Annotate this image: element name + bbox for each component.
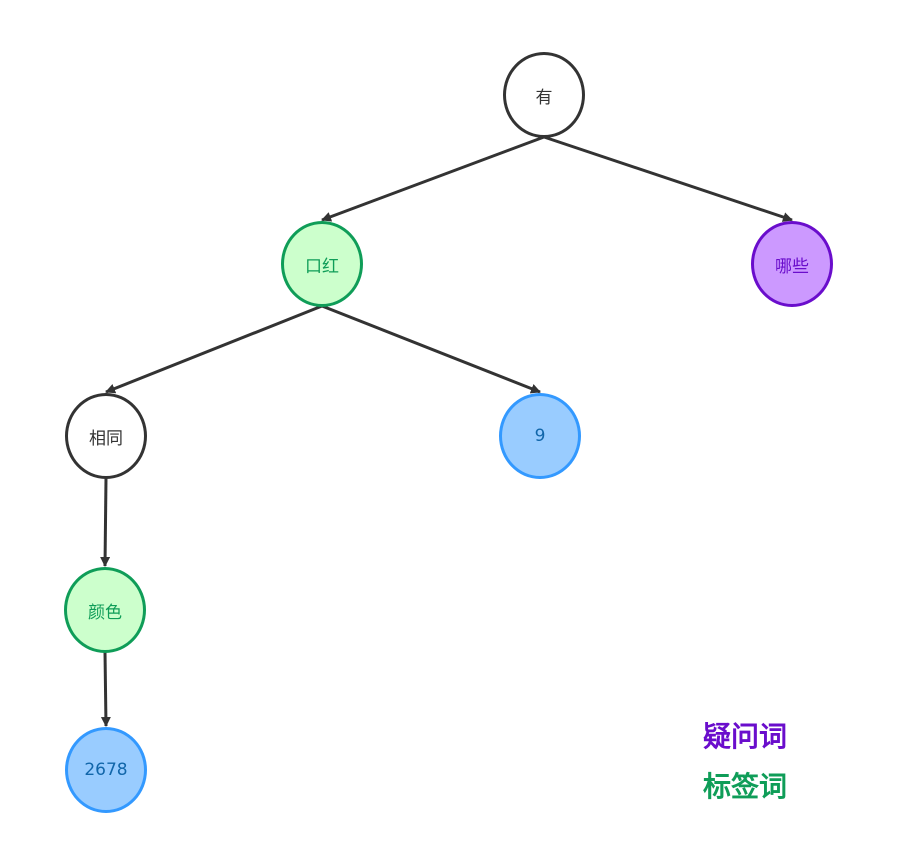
node-label: 哪些: [775, 256, 809, 277]
node-naxie: 哪些: [751, 221, 833, 307]
edge-you-to-naxie: [543, 135, 793, 222]
node-label: 相同: [89, 428, 123, 449]
edge-kouhong-to-nine: [321, 304, 541, 394]
node-xiangtong: 相同: [65, 393, 147, 479]
node-label: 口红: [305, 256, 339, 277]
node-label: 2678: [84, 760, 128, 780]
edge-you-to-kouhong: [321, 135, 545, 222]
node-kouhong: 口红: [281, 221, 363, 307]
node-yanse: 颜色: [64, 567, 146, 653]
node-label: 有: [535, 87, 553, 108]
node-label: 9: [534, 426, 546, 446]
node-you: 有: [503, 52, 585, 138]
legend-question-words: 疑问词: [703, 720, 788, 753]
legend-tag-words: 标签词: [703, 770, 788, 803]
node-2678: 2678: [65, 727, 147, 813]
edge-xiangtong-to-yanse: [100, 477, 111, 567]
edge-kouhong-to-xiangtong: [105, 304, 323, 394]
node-label: 颜色: [88, 602, 122, 623]
node-9: 9: [499, 393, 581, 479]
edge-yanse-to-n2678: [100, 651, 111, 727]
